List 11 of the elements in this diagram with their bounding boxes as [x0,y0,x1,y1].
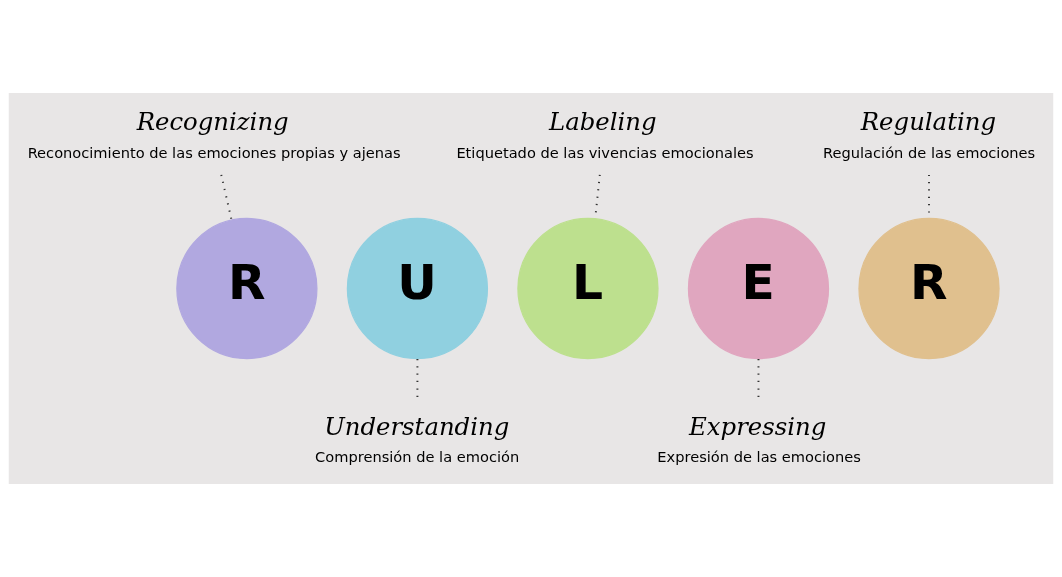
node-circle: E [687,217,830,360]
node-text: Recognizing Reconocimiento de las emociones propias y ajenas [27,107,401,161]
node-circle: L [517,217,659,360]
node-text: Regulating Regulación de las emociones [823,107,1036,161]
node-circle: R [176,217,318,360]
node-text: Labeling Etiquetado de las vivencias emocionales [456,107,754,161]
node-text: Understanding Comprensión de la emoción [315,411,520,466]
node-text: Expressing Expresión de las emociones [657,411,861,466]
connector [220,173,233,221]
node-circle: U [346,217,489,360]
node-circle: R [858,217,1000,360]
